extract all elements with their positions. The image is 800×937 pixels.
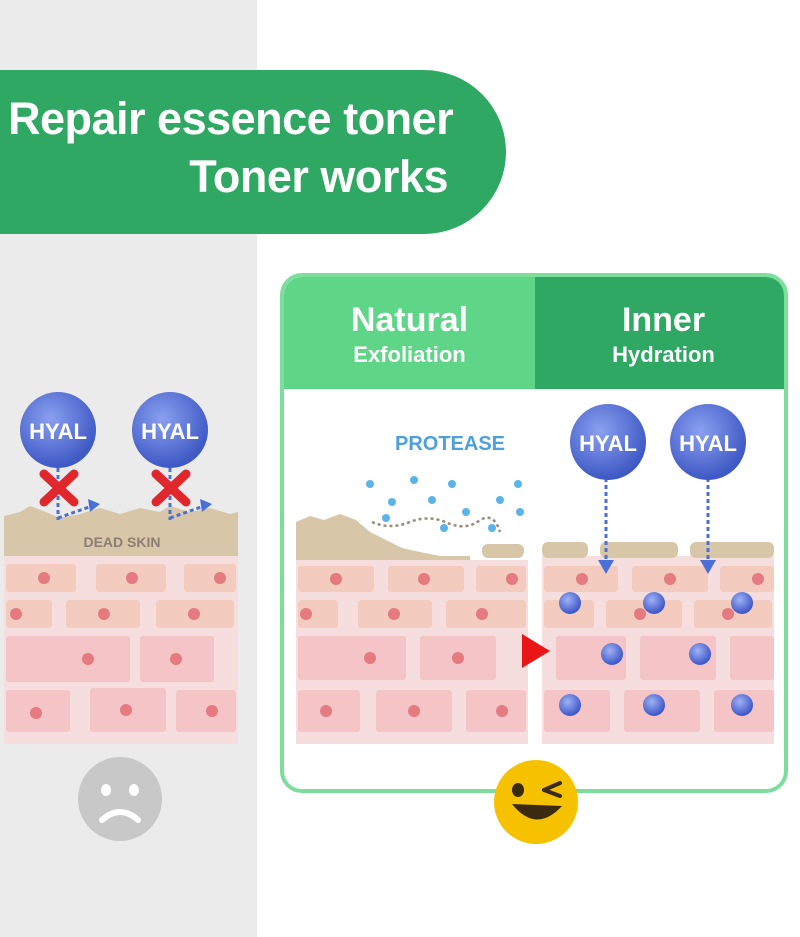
hyal-molecule	[670, 404, 746, 480]
exfoliation-header: Natural Exfoliation	[284, 277, 535, 389]
hydration-header: Inner Hydration	[535, 277, 784, 389]
sad-face-icon	[78, 757, 162, 841]
svg-text:HYAL: HYAL	[679, 431, 737, 456]
banner-title-line1: Repair essence toner	[8, 93, 454, 144]
hyal-molecule	[20, 392, 96, 468]
winking-face-icon	[494, 760, 578, 844]
red-x-icon	[151, 469, 191, 507]
dead-skin-label: DEAD SKIN	[83, 534, 160, 550]
hyal-particles	[559, 592, 753, 716]
protease-particles	[366, 476, 524, 532]
red-arrow-icon	[522, 634, 550, 668]
banner-title-line2: Toner works	[189, 151, 448, 202]
protease-label: PROTEASE	[395, 433, 505, 455]
exfoliation-subtitle: Exfoliation	[353, 342, 466, 367]
title-banner: Repair essence toner Toner works	[0, 70, 506, 234]
red-x-icon	[39, 469, 79, 507]
exfoliation-title: Natural	[350, 301, 469, 339]
hyal-molecule	[570, 404, 646, 480]
hyal-molecule	[132, 392, 208, 468]
hydration-title: Inner	[621, 301, 706, 339]
svg-text:HYAL: HYAL	[579, 431, 637, 456]
svg-text:HYAL: HYAL	[141, 419, 199, 444]
dead-skin-layer	[4, 506, 238, 556]
svg-text:HYAL: HYAL	[29, 419, 87, 444]
hydration-subtitle: Hydration	[612, 342, 715, 367]
